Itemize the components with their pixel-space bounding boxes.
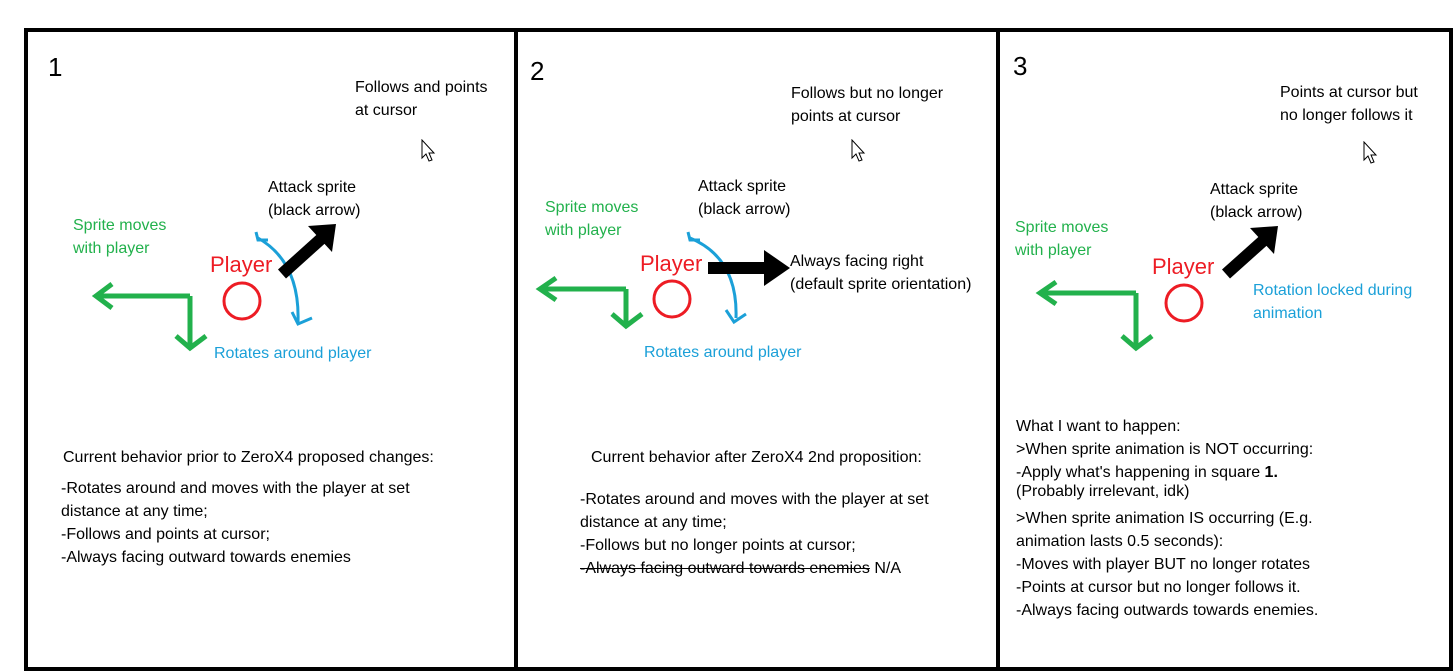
panel-1-line-4: -Always facing outward towards enemies (61, 549, 351, 566)
panel-2-line-4: -Always facing outward towards enemies N… (580, 557, 901, 580)
panel-1-attack-label-1: Attack sprite (268, 179, 357, 196)
panel-3-line-1: What I want to happen: (1016, 418, 1181, 435)
panel-2-attack-arrow (708, 250, 790, 286)
panel-3-move-arrow (1035, 279, 1154, 352)
panel-2-rotate-arrowhead-bottom (724, 309, 747, 325)
panel-1-rotate-arrowhead-bottom (290, 311, 313, 326)
panel-1-attack-label-2: (black arrow) (268, 202, 361, 219)
panel-3-attack-label-2: (black arrow) (1210, 204, 1303, 221)
panel-3-move-label-2: with player (1015, 242, 1092, 259)
panel-2-number: 2 (530, 56, 545, 86)
panel-1 (24, 28, 518, 671)
panel-1-line-2: distance at any time; (61, 503, 208, 520)
panel-2-facing-label-2: (default sprite orientation) (790, 276, 972, 293)
panel-1-rotate-arrowhead-top (254, 231, 268, 242)
panel-2-line-1: -Rotates around and moves with the playe… (580, 491, 929, 508)
panel-1-rotate-label: Rotates around player (214, 345, 372, 362)
panel-3-apply-prefix: -Apply what's happening in square (1016, 464, 1265, 481)
panel-3-apply-line: -Apply what's happening in square 1. (1016, 461, 1278, 484)
panel-2 (514, 28, 1000, 671)
panel-3-move-label-1: Sprite moves (1015, 219, 1109, 236)
panel-2-player-circle (652, 279, 692, 319)
panel-3-attack-arrow (1221, 226, 1278, 279)
panel-3-line-5: animation lasts 0.5 seconds): (1016, 533, 1224, 550)
panel-1-move-label-2: with player (73, 240, 150, 257)
panel-1-line-1: -Rotates around and moves with the playe… (61, 480, 410, 497)
panel-3-line-4: >When sprite animation IS occurring (E.g… (1016, 510, 1313, 527)
panel-1-cursor-icon (421, 139, 436, 162)
panel-2-rotate-arc (689, 236, 738, 319)
panel-1-number: 1 (48, 52, 63, 82)
panel-3-line-7: -Points at cursor but no longer follows … (1016, 579, 1301, 596)
panel-1-move-label-1: Sprite moves (73, 217, 167, 234)
panel-1-line-3: -Follows and points at cursor; (61, 526, 270, 543)
panel-3-line-6: -Moves with player BUT no longer rotates (1016, 556, 1311, 573)
panel-2-attack-label-1: Attack sprite (698, 178, 787, 195)
panel-3-apply-bold: 1. (1264, 464, 1278, 481)
panel-2-move-label-2: with player (545, 222, 622, 239)
panel-1-cursor-label-2: at cursor (355, 102, 418, 119)
panel-3-player-label: Player (1152, 254, 1215, 279)
panel-2-cursor-icon (851, 139, 866, 162)
panel-3-line-2: >When sprite animation is NOT occurring: (1016, 441, 1314, 458)
panel-2-struck-suffix: N/A (869, 560, 902, 577)
panel-2-line-3: -Follows but no longer points at cursor; (580, 537, 856, 554)
panel-3-cursor-label-1: Points at cursor but (1280, 84, 1418, 101)
panel-1-cursor-label-1: Follows and points (355, 79, 488, 96)
panel-1-rotate-arc (257, 236, 300, 323)
panel-2-cursor-label-1: Follows but no longer (791, 85, 944, 102)
panel-1-player-label: Player (210, 252, 273, 277)
panel-1-move-arrow (91, 282, 208, 352)
panel-2-facing-label-1: Always facing right (790, 253, 924, 270)
panel-3-number: 3 (1013, 51, 1028, 81)
panel-3-locked-label-2: animation (1253, 305, 1323, 322)
panel-2-rotate-arrowhead-top (686, 231, 700, 242)
panel-1-attack-arrow (277, 224, 336, 279)
panel-2-rotate-label: Rotates around player (644, 344, 802, 361)
panel-2-heading: Current behavior after ZeroX4 2nd propos… (591, 449, 922, 466)
panel-3-player-circle (1164, 283, 1204, 323)
panel-3-cursor-icon (1363, 141, 1378, 164)
panel-3-attack-label-1: Attack sprite (1210, 181, 1299, 198)
panel-3-line-3: (Probably irrelevant, idk) (1016, 483, 1190, 500)
panel-2-player-label: Player (640, 251, 703, 276)
panel-1-heading: Current behavior prior to ZeroX4 propose… (63, 449, 434, 466)
panel-2-line-2: distance at any time; (580, 514, 727, 531)
panel-2-cursor-label-2: points at cursor (791, 108, 901, 125)
panel-3 (996, 28, 1453, 671)
panel-2-struck-line: -Always facing outward towards enemies (580, 560, 870, 577)
panel-3-locked-label-1: Rotation locked during (1253, 282, 1413, 299)
panel-3-cursor-label-2: no longer follows it (1280, 107, 1413, 124)
panel-2-move-label-1: Sprite moves (545, 199, 639, 216)
panel-3-line-8: -Always facing outwards towards enemies. (1016, 602, 1319, 619)
panel-2-attack-label-2: (black arrow) (698, 201, 791, 218)
panel-1-player-circle (222, 281, 262, 321)
panel-2-move-arrow (535, 275, 644, 330)
